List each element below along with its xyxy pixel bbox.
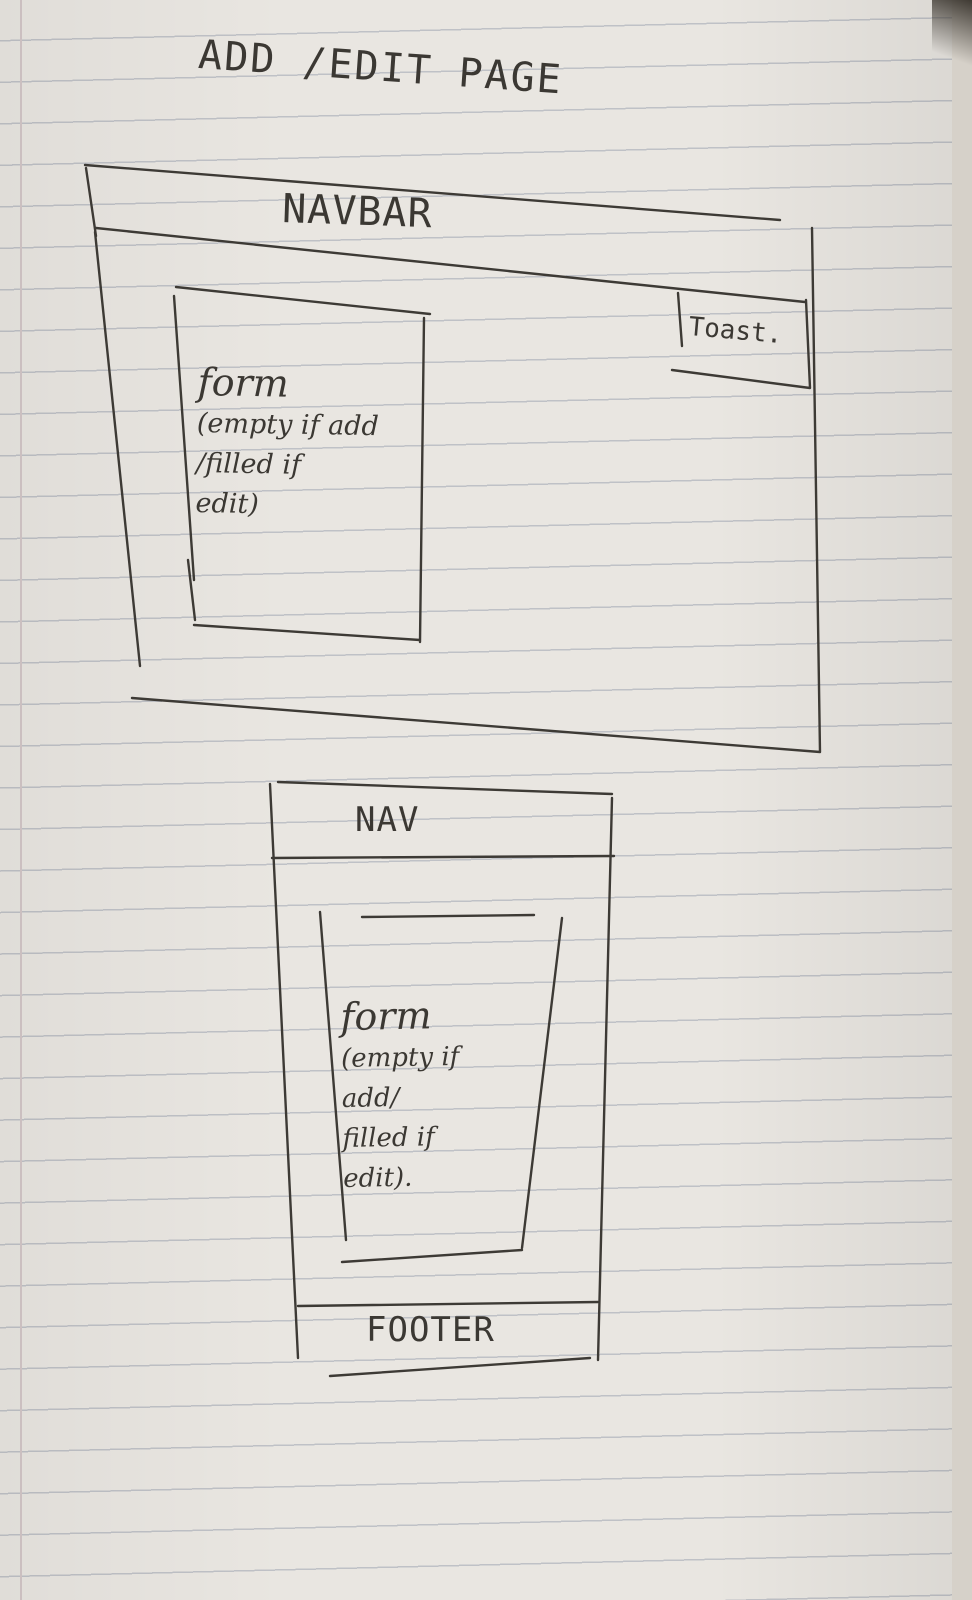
desktop-navbar-divider — [94, 226, 807, 304]
mobile-form-box — [318, 910, 564, 1264]
mobile-nav-divider — [270, 854, 616, 860]
desktop-frame — [83, 163, 822, 754]
desktop-form-box — [172, 285, 432, 644]
mobile-nav-label: NAV — [355, 800, 420, 840]
toast-box — [670, 291, 812, 390]
desktop-form-note: form (empty if add /filled if edit) — [195, 360, 438, 528]
mobile-form-description: (empty if add/ filled if edit). — [340, 1041, 460, 1194]
mobile-form-heading: form — [340, 993, 432, 1039]
mobile-footer-divider — [296, 1300, 600, 1308]
margin-line — [20, 0, 22, 1600]
desktop-navbar-label: NAVBAR — [281, 186, 434, 238]
desktop-form-heading: form — [197, 360, 290, 406]
mobile-form-note: form (empty if add/ filled if edit). — [340, 992, 534, 1199]
mobile-frame — [268, 780, 614, 1378]
mobile-footer-label: FOOTER — [366, 1310, 495, 1350]
page-edge-shadow — [932, 0, 972, 80]
desktop-form-description: (empty if add /filled if edit) — [195, 407, 380, 521]
